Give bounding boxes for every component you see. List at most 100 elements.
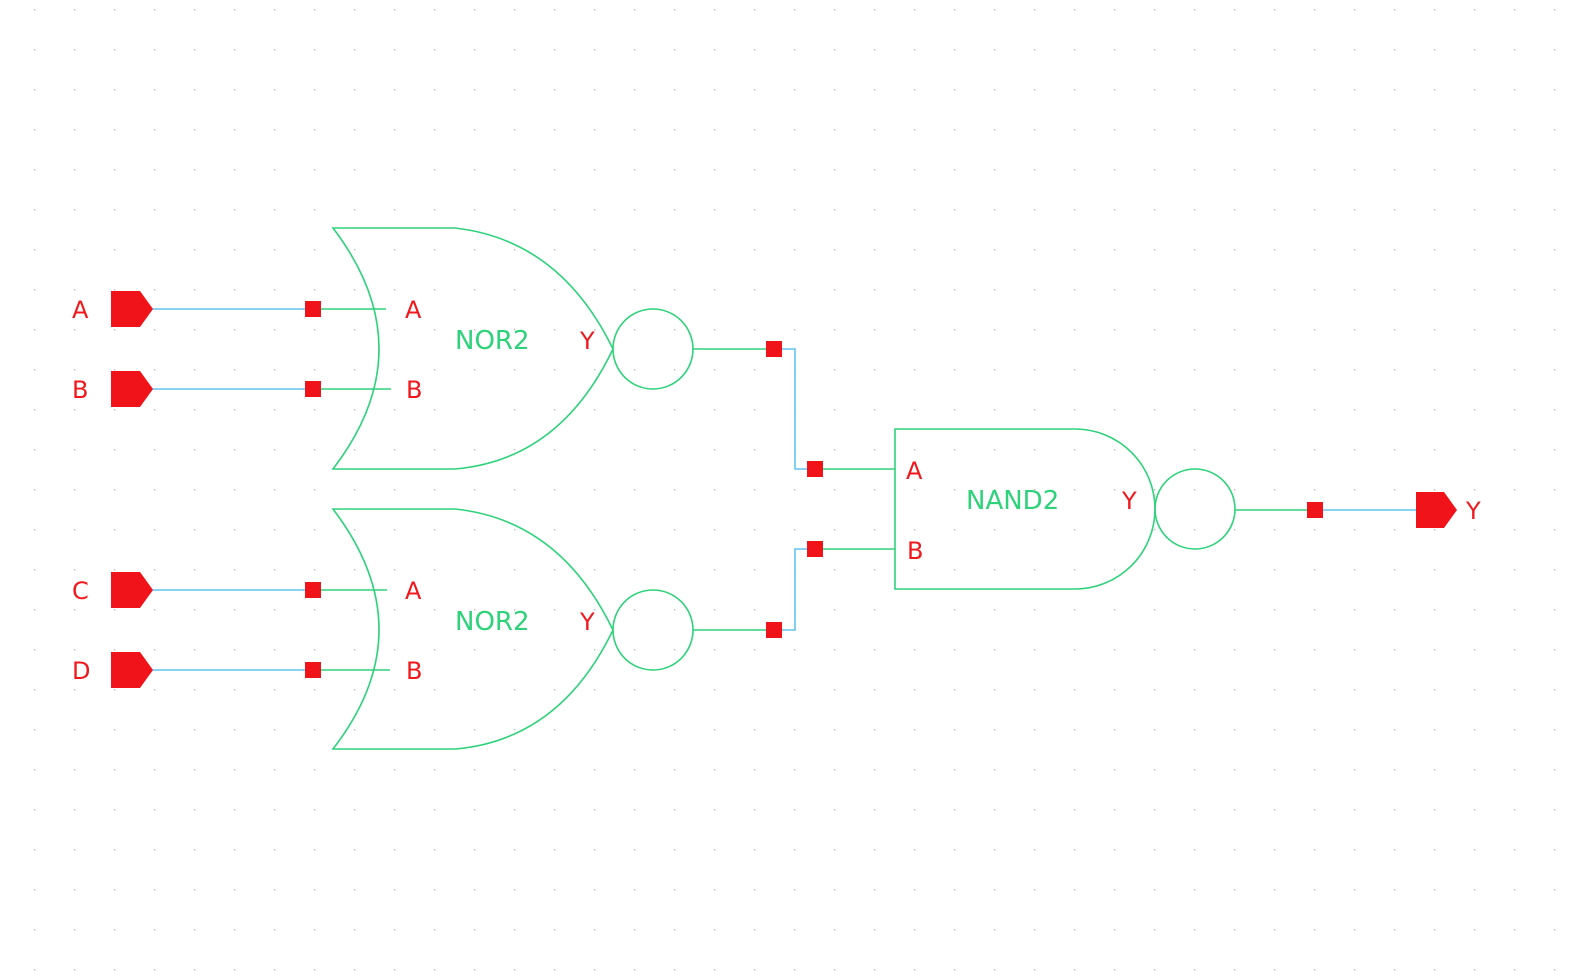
grid-dot [1474, 209, 1476, 211]
nor2-gate-bottom[interactable]: A B Y NOR2 [313, 508, 774, 750]
input-port-d[interactable]: D [72, 652, 153, 688]
grid-dot [1514, 369, 1516, 371]
grid-dot [1154, 489, 1156, 491]
grid-dot [1354, 929, 1356, 931]
node-nand-y[interactable] [1307, 502, 1323, 518]
grid-dot [74, 89, 76, 91]
grid-dot [1474, 889, 1476, 891]
grid-dot [1274, 889, 1276, 891]
grid-dot [34, 609, 36, 611]
grid-dot [234, 569, 236, 571]
grid-dot [434, 289, 436, 291]
grid-dot [74, 809, 76, 811]
grid-dot [474, 889, 476, 891]
grid-dot [914, 729, 916, 731]
grid-dot [1114, 889, 1116, 891]
grid-dot [674, 609, 676, 611]
grid-dot [1274, 929, 1276, 931]
input-port-b[interactable]: B [72, 371, 153, 407]
output-port-y-label: Y [1465, 497, 1481, 525]
grid-dot [1154, 849, 1156, 851]
grid-dot [954, 609, 956, 611]
grid-dot [754, 289, 756, 291]
grid-dot [1194, 489, 1196, 491]
input-port-c[interactable]: C [72, 572, 153, 608]
grid-dot [194, 209, 196, 211]
nand2-name: NAND2 [966, 486, 1059, 516]
wire-nor-top-out[interactable] [774, 348, 815, 470]
node-nor-top-b[interactable] [305, 381, 321, 397]
node-nor-top-y[interactable] [766, 341, 782, 357]
grid-dot [1074, 969, 1076, 971]
grid-dot [354, 689, 356, 691]
grid-dot [1034, 769, 1036, 771]
node-nand-b[interactable] [807, 541, 823, 557]
grid-dot [1074, 689, 1076, 691]
grid-dot [594, 809, 596, 811]
grid-dot [674, 209, 676, 211]
grid-dot [1314, 449, 1316, 451]
grid-dot [74, 969, 76, 971]
grid-dot [1474, 689, 1476, 691]
grid-dot [1274, 609, 1276, 611]
grid-dot [114, 489, 116, 491]
grid-dot [434, 849, 436, 851]
grid-dot [714, 89, 716, 91]
grid-dot [234, 489, 236, 491]
grid-dot [114, 769, 116, 771]
node-nand-a[interactable] [807, 461, 823, 477]
node-nor-top-a[interactable] [305, 301, 321, 317]
grid-dot [594, 849, 596, 851]
grid-dot [1034, 969, 1036, 971]
node-nor-bottom-b[interactable] [305, 662, 321, 678]
wire-nor-bottom-out[interactable] [774, 548, 815, 631]
grid-dot [74, 49, 76, 51]
grid-dot [1034, 569, 1036, 571]
grid-dot [914, 489, 916, 491]
nand2-gate[interactable]: A B Y NAND2 [815, 428, 1315, 590]
grid-dot [1234, 49, 1236, 51]
grid-dot [1394, 849, 1396, 851]
nor2-top-body [331, 227, 614, 470]
grid-dot [1554, 729, 1556, 731]
grid-dot [754, 569, 756, 571]
grid-dot [1194, 249, 1196, 251]
grid-dot [1554, 969, 1556, 971]
grid-dot [354, 209, 356, 211]
grid-dot [554, 969, 556, 971]
node-nor-bottom-y[interactable] [766, 622, 782, 638]
grid-dot [1074, 209, 1076, 211]
grid-dot [274, 929, 276, 931]
grid-dot [714, 129, 716, 131]
grid-dot [274, 369, 276, 371]
grid-dot [154, 489, 156, 491]
grid-dot [74, 449, 76, 451]
input-port-a[interactable]: A [72, 291, 153, 327]
grid-dot [394, 89, 396, 91]
grid-dot [1234, 489, 1236, 491]
grid-dot [514, 129, 516, 131]
grid-dot [354, 969, 356, 971]
grid-dot [914, 569, 916, 571]
grid-dot [1434, 969, 1436, 971]
grid-dot [154, 409, 156, 411]
grid-dot [514, 409, 516, 411]
grid-dot [834, 129, 836, 131]
grid-dot [1034, 249, 1036, 251]
grid-dot [194, 449, 196, 451]
grid-dot [554, 929, 556, 931]
output-port-y[interactable]: Y [1416, 492, 1481, 528]
grid-dot [1474, 449, 1476, 451]
grid-dot [954, 289, 956, 291]
grid-dot [314, 289, 316, 291]
grid-dot [1394, 889, 1396, 891]
node-nor-bottom-a[interactable] [305, 582, 321, 598]
grid-dot [1354, 769, 1356, 771]
grid-dot [634, 449, 636, 451]
grid-dot [394, 649, 396, 651]
grid-dot [834, 489, 836, 491]
grid-dot [514, 9, 516, 11]
grid-dot [834, 329, 836, 331]
nor2-gate-top[interactable]: A B Y NOR2 [313, 227, 774, 470]
